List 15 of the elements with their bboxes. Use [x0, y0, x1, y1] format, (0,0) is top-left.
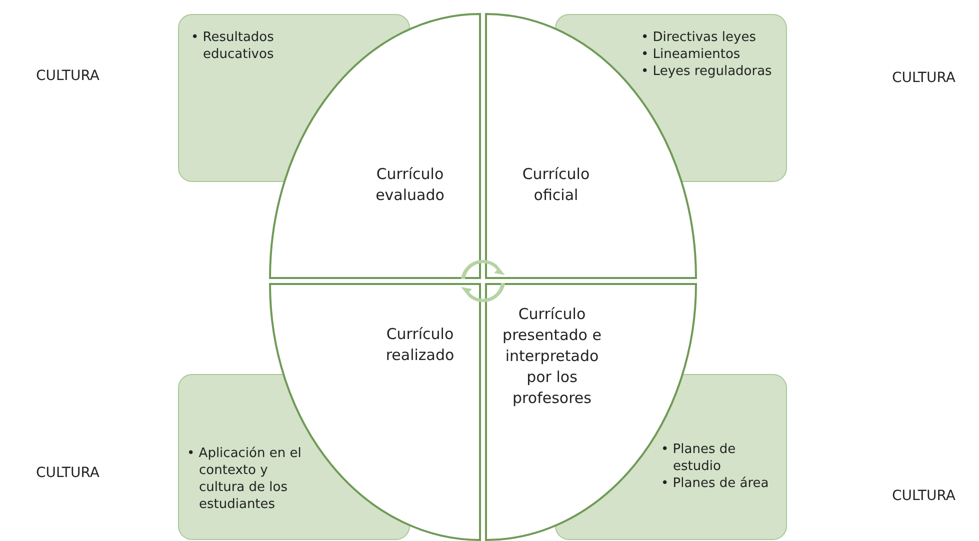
bullet-item: • Directivas leyes	[641, 29, 757, 46]
bullet-item: • Lineamientos	[641, 46, 742, 63]
side-label: CULTURA	[892, 70, 956, 86]
quadrant-label: Currículo evaluado	[374, 164, 446, 206]
quadrant-label: Currículo oficial	[521, 164, 591, 206]
side-label: CULTURA	[36, 68, 100, 84]
bullet-item: • Aplicación en el contexto y cultura de los estudiantes	[187, 445, 302, 513]
side-label: CULTURA	[892, 488, 956, 504]
bullet-item: • Leyes reguladoras	[641, 63, 773, 80]
bullet-item: • Planes de estudio	[661, 441, 737, 475]
quadrant-label: Currículo presentado e interpretado por los profesores	[502, 304, 602, 409]
side-label: CULTURA	[36, 465, 100, 481]
bullet-item: • Planes de área	[661, 475, 770, 492]
quadrant-label: Currículo realizado	[384, 324, 456, 366]
bullet-item: • Resultados educativos	[191, 29, 275, 63]
